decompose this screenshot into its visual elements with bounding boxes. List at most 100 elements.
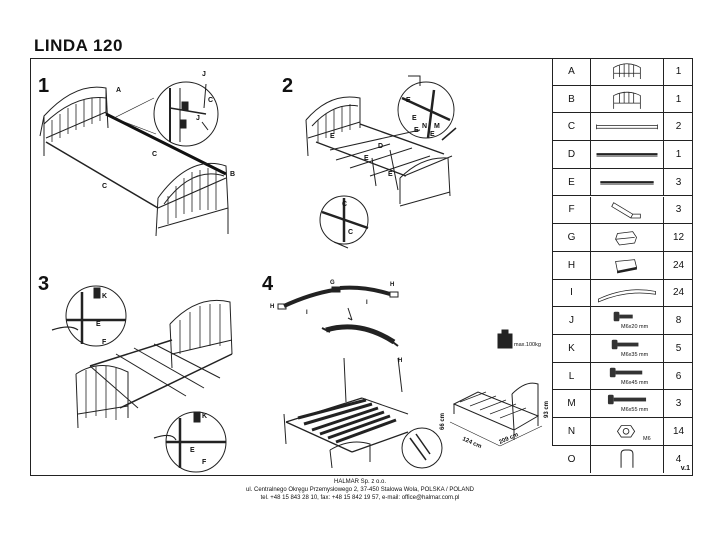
step-3-label-k: K	[102, 293, 107, 300]
part-letter: M	[553, 390, 591, 418]
parts-row: J M6x20 mm 8	[553, 307, 693, 335]
step-3-label-f: F	[202, 459, 207, 466]
step-3-illustration	[51, 285, 233, 473]
long-rail-icon	[591, 113, 663, 140]
step-4-label-i: I	[366, 300, 368, 306]
part-letter: E	[553, 168, 591, 196]
part-quantity: 12	[663, 224, 693, 251]
part-quantity: 3	[663, 390, 693, 418]
part-size-caption: M6x35 mm	[621, 352, 649, 358]
part-letter: K	[553, 335, 591, 362]
part-letter: I	[553, 279, 591, 307]
step-1-label-b: B	[230, 171, 235, 178]
step-2-label-m: M	[434, 123, 440, 130]
footboard-icon	[591, 86, 663, 113]
step-number-2: 2	[282, 75, 293, 97]
part-quantity: 8	[663, 307, 693, 334]
assembly-drawing: 1 A C C B J J C	[30, 58, 552, 476]
part-size-caption: M6x55 mm	[621, 407, 649, 414]
part-quantity: 1	[663, 58, 693, 85]
part-size-caption: M6	[643, 436, 651, 443]
footer-contact: tel. +48 15 843 28 10, fax: +48 15 842 1…	[260, 495, 460, 501]
document-title: LINDA 120	[34, 36, 123, 55]
support-leg-icon	[591, 197, 663, 224]
step-1-label-c: C	[208, 97, 213, 104]
step-2-label-e: E	[414, 127, 419, 134]
part-quantity: 6	[663, 362, 693, 390]
step-3-label-e: E	[96, 321, 101, 328]
part-letter: A	[553, 58, 591, 85]
parts-row: I 24	[553, 279, 693, 308]
part-quantity: 3	[663, 196, 693, 224]
short-rail-icon	[591, 169, 663, 196]
step-2-label-d: D	[378, 143, 383, 150]
step-2-label-e: E	[330, 133, 335, 140]
part-quantity: 4	[663, 445, 693, 474]
step-3-label-e: E	[190, 447, 195, 454]
parts-row: K M6x35 mm 5	[553, 335, 693, 363]
step-2-label-e: E	[364, 155, 369, 162]
step-2-label-e: E	[430, 131, 435, 138]
step-2-label-e: E	[412, 115, 417, 122]
parts-list: A 1 B 1 C 2 D 1 E	[552, 58, 693, 474]
slat-holder-icon	[591, 224, 663, 251]
part-size-caption: M6x20 mm	[621, 324, 649, 331]
step-1-label-j: J	[196, 115, 200, 122]
part-letter: N	[553, 418, 591, 445]
headboard-icon	[591, 58, 663, 85]
parts-row: N M6 14	[553, 418, 693, 446]
step-1-label-a: A	[116, 87, 121, 94]
parts-row: G 12	[553, 224, 693, 252]
part-letter: H	[553, 251, 591, 279]
part-quantity: 24	[663, 251, 693, 279]
bolt-icon	[591, 390, 663, 417]
parts-row: A 1	[553, 58, 693, 86]
parts-row: F 3	[553, 196, 693, 225]
dimension-height-head: 66 cm	[440, 413, 446, 430]
part-letter: C	[553, 113, 591, 141]
dimension-height-foot: 93 cm	[544, 401, 550, 418]
part-letter: G	[553, 224, 591, 251]
part-letter: F	[553, 196, 591, 224]
part-quantity: 24	[663, 279, 693, 307]
part-quantity: 1	[663, 85, 693, 113]
weight-limit-label: max.100kg	[514, 342, 541, 348]
step-number-1: 1	[38, 75, 49, 97]
step-2-label-c: C	[348, 229, 353, 236]
dimension-width: 124 cm	[461, 436, 482, 450]
step-1-label-c: C	[152, 151, 157, 158]
slat-icon	[591, 280, 663, 307]
parts-row: B 1	[553, 85, 693, 114]
step-number-4: 4	[262, 273, 274, 295]
step-3-label-k: K	[202, 413, 207, 420]
weight-icon	[497, 329, 513, 349]
bolt-icon	[591, 363, 663, 390]
step-4-illustration	[277, 285, 543, 469]
footer-company: HALMAR Sp. z o.o.	[333, 479, 387, 485]
nut-icon	[591, 418, 663, 445]
parts-row: E 3	[553, 168, 693, 197]
part-letter: D	[553, 141, 591, 168]
step-4-label-h: H	[270, 304, 274, 310]
bolt-icon	[591, 307, 663, 334]
step-2-label-n: N	[422, 123, 427, 130]
part-letter: B	[553, 85, 591, 113]
step-4-label-h: H	[390, 282, 394, 288]
step-4-label-i: I	[306, 310, 308, 316]
center-rail-icon	[591, 141, 663, 168]
step-2-label-e: E	[406, 97, 411, 104]
dimension-length: 209 cm	[498, 432, 519, 446]
parts-row: D 1	[553, 141, 693, 169]
step-1-illustration	[39, 81, 229, 237]
part-size-caption: M6x45 mm	[621, 379, 649, 386]
slat-cap-icon	[591, 252, 663, 279]
step-2-illustration	[305, 75, 457, 249]
bolt-icon	[591, 335, 663, 362]
instruction-frame	[30, 58, 693, 476]
step-number-3: 3	[38, 273, 49, 295]
footer-address: ul. Centralnego Okręgu Przemysłowego 2, …	[245, 487, 474, 493]
step-2-label-c: C	[342, 201, 347, 208]
hook-icon	[591, 446, 663, 474]
parts-row: O 4	[553, 445, 693, 474]
step-1-label-c: C	[102, 183, 107, 190]
